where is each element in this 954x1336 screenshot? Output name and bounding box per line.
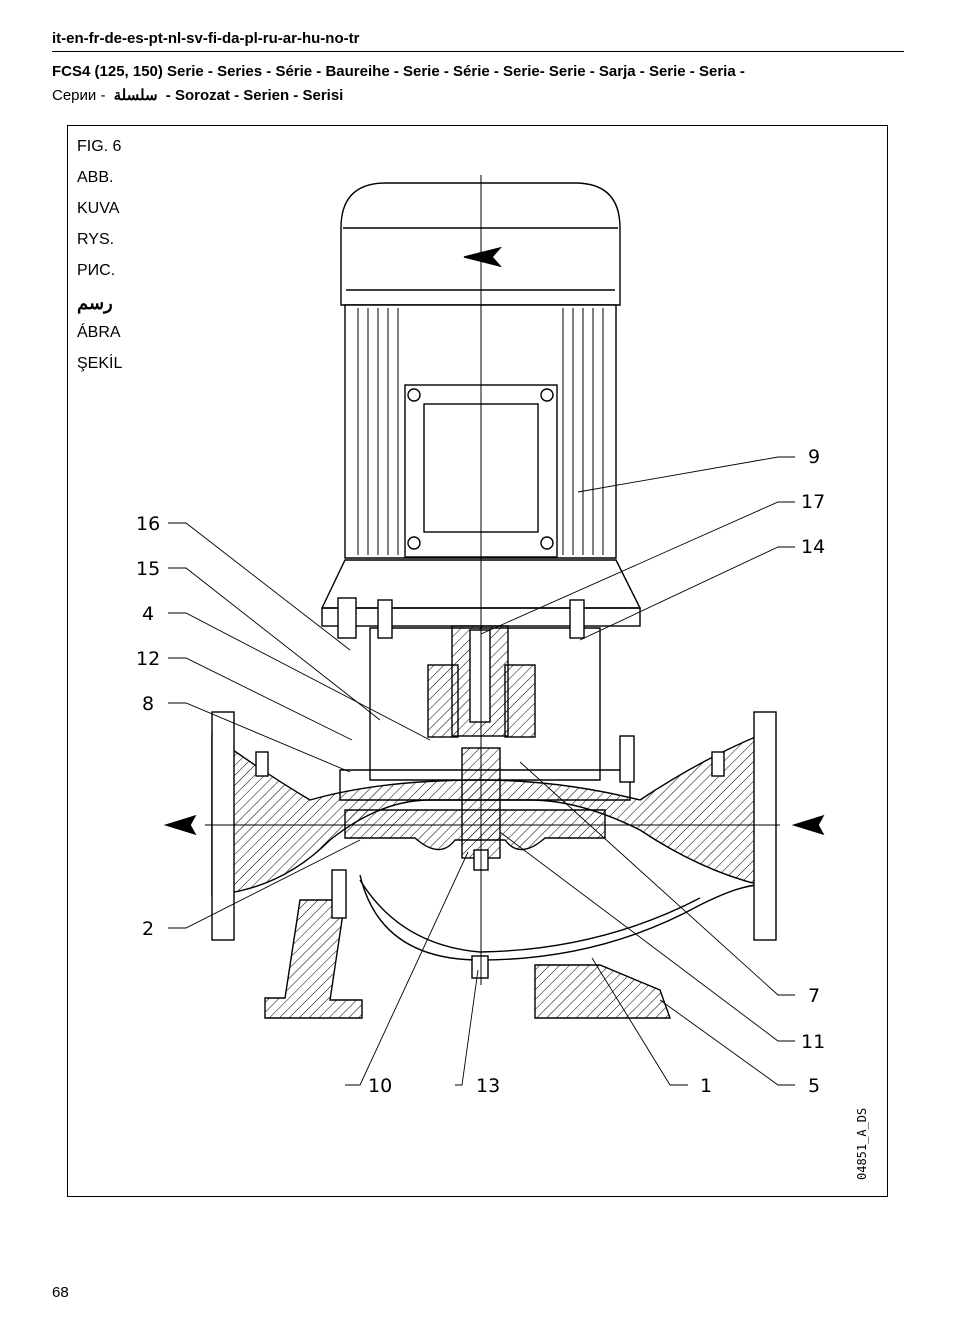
leader-lines xyxy=(168,456,795,1086)
callout-9: 9 xyxy=(808,446,820,468)
figure-frame xyxy=(67,125,888,1197)
callout-12: 12 xyxy=(136,648,160,670)
fig-label-fi: KUVA xyxy=(77,200,120,217)
callout-8: 8 xyxy=(142,693,154,715)
series-title-ar: سلسلة xyxy=(113,87,158,104)
callout-5: 5 xyxy=(808,1075,820,1097)
callout-11: 11 xyxy=(801,1031,825,1053)
callout-10: 10 xyxy=(368,1075,392,1097)
fig-label-ar: رسم xyxy=(77,293,113,313)
fig-label-ru: РИС. xyxy=(77,262,116,279)
callout-13: 13 xyxy=(476,1075,500,1097)
fig-label-it: FIG. 6 xyxy=(77,138,122,155)
fig-label-pl: RYS. xyxy=(77,231,115,248)
fig-label-hu: ÁBRA xyxy=(77,324,121,341)
callout-2: 2 xyxy=(142,918,154,940)
series-title-line-1: FCS4 (125, 150) Serie - Series - Série -… xyxy=(52,63,745,80)
callout-7: 7 xyxy=(808,985,820,1007)
language-list: it-en-fr-de-es-pt-nl-sv-fi-da-pl-ru-ar-h… xyxy=(52,30,360,47)
callout-16: 16 xyxy=(136,513,160,535)
drawing-number: 04851_A_DS xyxy=(855,1107,869,1180)
centerlines xyxy=(205,175,780,985)
outlet-flange xyxy=(211,711,235,941)
page-number: 68 xyxy=(52,1284,69,1301)
fig-label-tr: ŞEKİL xyxy=(77,355,123,372)
callout-4: 4 xyxy=(142,603,154,625)
series-title-line-2: Серии - سلسلة - Sorozat - Serien - Seris… xyxy=(52,86,343,104)
callout-15: 15 xyxy=(136,558,160,580)
callout-17: 17 xyxy=(801,491,825,513)
flow-arrow-top xyxy=(463,246,503,268)
flow-arrow-inlet xyxy=(791,814,825,836)
fig-label-de: ABB. xyxy=(77,169,114,186)
series-title-rest: - Sorozat - Serien - Serisi xyxy=(165,87,344,104)
impeller xyxy=(344,809,606,851)
flow-arrow-outlet xyxy=(163,814,197,836)
header-divider xyxy=(52,51,904,52)
figure-labels: FIG. 6 ABB. KUVA RYS. РИС. رسم ÁBRA ŞEKİ… xyxy=(77,139,122,387)
callout-1: 1 xyxy=(700,1075,712,1097)
pump-foot xyxy=(264,899,363,1019)
series-title-ru: Серии - xyxy=(52,87,106,104)
pump-cover xyxy=(369,627,601,781)
callout-14: 14 xyxy=(801,536,825,558)
inlet-flange xyxy=(753,711,777,941)
